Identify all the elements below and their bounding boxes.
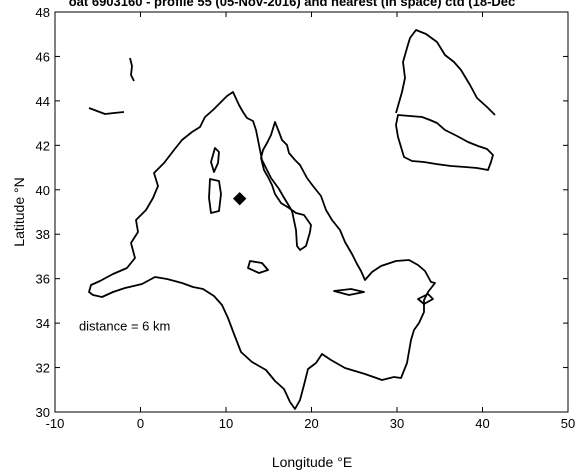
coastline-mediterranean — [88, 91, 436, 410]
x-tick-label: 20 — [304, 416, 318, 431]
y-axis: 30 32 34 36 38 40 42 44 46 48 — [36, 5, 568, 420]
y-tick-label: 36 — [36, 272, 50, 287]
x-tick-label: 50 — [561, 416, 575, 431]
coastline-corsica — [210, 147, 220, 173]
y-tick-label: 40 — [36, 183, 50, 198]
coastline-cyprus — [417, 293, 434, 305]
x-tick-label: 10 — [219, 416, 233, 431]
y-tick-label: 32 — [36, 361, 50, 376]
coastline-iberia-west — [88, 107, 125, 115]
diamond-marker — [232, 191, 247, 206]
plot-area — [54, 11, 569, 413]
y-tick-label: 46 — [36, 49, 50, 64]
coastline-sicily — [247, 260, 269, 274]
coastline — [88, 29, 496, 410]
coastline-black-sea — [395, 114, 494, 171]
y-tick-label: 42 — [36, 138, 50, 153]
x-tick-label: 30 — [390, 416, 404, 431]
coastline-north — [395, 29, 496, 116]
y-tick-label: 38 — [36, 227, 50, 242]
y-tick-label: 44 — [36, 94, 50, 109]
x-axis-label: Longitude °E — [272, 454, 352, 470]
x-axis: -10 0 10 20 30 40 50 — [46, 12, 575, 431]
distance-annotation: distance = 6 km — [79, 318, 170, 333]
x-tick-label: -10 — [46, 416, 65, 431]
y-tick-label: 48 — [36, 5, 50, 20]
x-tick-label: 40 — [475, 416, 489, 431]
coastline-crete — [333, 288, 365, 296]
annotations: distance = 6 km — [79, 318, 170, 333]
y-axis-label: Latitude °N — [11, 177, 27, 246]
x-tick-label: 0 — [137, 416, 144, 431]
chart-title: oat 6903160 - profile 55 (05-Nov-2016) a… — [69, 0, 516, 9]
coastline-river — [129, 57, 135, 82]
data-points — [232, 191, 247, 206]
y-tick-label: 30 — [36, 405, 50, 420]
y-tick-label: 34 — [36, 316, 50, 331]
coastline-sardinia — [208, 178, 222, 214]
